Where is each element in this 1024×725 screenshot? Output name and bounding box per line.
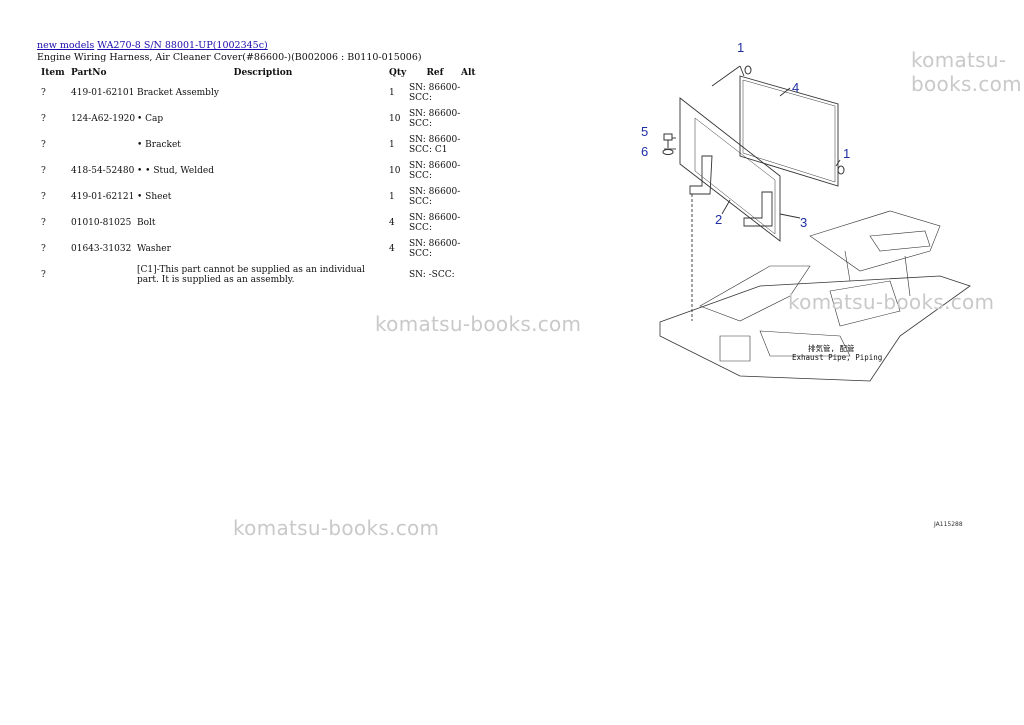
- cell-qty: 4: [389, 218, 395, 228]
- callout-number: 1: [737, 40, 744, 55]
- table-row: ? [C1]-This part cannot be supplied as a…: [35, 262, 481, 288]
- cell-ref: SN: -SCC:: [409, 270, 455, 280]
- cell-partno: 419-01-62101: [71, 88, 135, 98]
- cell-item: ?: [41, 244, 46, 254]
- cell-qty: 1: [389, 192, 395, 202]
- cell-ref: SN: 86600-SCC:: [409, 239, 461, 259]
- cell-alt: [461, 132, 481, 158]
- cell-ref: SN: 86600-SCC:: [409, 213, 461, 233]
- table-row: ? 418-54-52480 • • Stud, Welded 10 SN: 8…: [35, 158, 481, 184]
- cell-qty: 1: [389, 88, 395, 98]
- sheet-panel: [739, 75, 839, 187]
- header-alt: Alt: [461, 68, 476, 78]
- table-header-row: Item PartNo Description Qty Ref Alt: [35, 66, 481, 80]
- cell-description: • • Stud, Welded: [137, 166, 214, 176]
- header-item: Item: [41, 68, 65, 78]
- header-qty: Qty: [389, 68, 407, 78]
- callout-number: 2: [715, 212, 722, 227]
- header-ref: Ref: [426, 68, 444, 78]
- bracket-panel: [679, 97, 781, 242]
- cell-description: [C1]-This part cannot be supplied as an …: [137, 265, 365, 285]
- breadcrumb-link-model[interactable]: WA270-8 S/N 88001-UP(1002345c): [97, 40, 268, 51]
- cell-item: ?: [41, 166, 46, 176]
- cell-qty: [389, 262, 409, 288]
- cell-item: ?: [41, 114, 46, 124]
- header-description: Description: [233, 68, 293, 78]
- bracket-foot: [743, 191, 773, 227]
- watermark: komatsu-books.com: [233, 516, 440, 540]
- cell-description: • Sheet: [137, 192, 172, 202]
- diagram-caption-en: Exhaust Pipe, Piping: [792, 353, 882, 362]
- table-row: ? 01643-31032 Washer 4 SN: 86600-SCC:: [35, 236, 481, 262]
- cell-description: • Bracket: [137, 140, 181, 150]
- watermark: komatsu-books.com: [911, 48, 1022, 96]
- table-row: ? 01010-81025 Bolt 4 SN: 86600-SCC:: [35, 210, 481, 236]
- cell-description: • Cap: [137, 114, 164, 124]
- cell-qty: 4: [389, 244, 395, 254]
- cell-ref: SN: 86600-SCC:: [409, 83, 461, 103]
- page-subtitle: Engine Wiring Harness, Air Cleaner Cover…: [37, 52, 422, 63]
- cell-description: Washer: [137, 244, 171, 254]
- cell-qty: 1: [389, 140, 395, 150]
- cell-item: ?: [41, 218, 46, 228]
- cap-icon: [837, 165, 845, 175]
- cell-ref: SN: 86600-SCC:: [409, 161, 461, 181]
- table-row: ? • Bracket 1 SN: 86600-SCC: C1: [35, 132, 481, 158]
- cell-partno: 418-54-52480: [71, 166, 135, 176]
- table-row: ? 419-01-62101 Bracket Assembly 1 SN: 86…: [35, 80, 481, 106]
- bolt-icon: [663, 133, 673, 148]
- cell-description: Bracket Assembly: [137, 88, 219, 98]
- cell-item: ?: [41, 140, 46, 150]
- cell-alt: [461, 80, 481, 106]
- cell-alt: [461, 236, 481, 262]
- cell-alt: [461, 262, 481, 288]
- cell-ref: SN: 86600-SCC: C1: [409, 135, 461, 155]
- cell-partno: 419-01-62121: [71, 192, 135, 202]
- bracket-foot: [689, 155, 713, 195]
- cell-description: Bolt: [137, 218, 156, 228]
- cell-item: ?: [41, 270, 46, 280]
- watermark: komatsu-books.com: [788, 290, 995, 314]
- cap-icon: [744, 65, 752, 75]
- washer-icon: [662, 149, 674, 155]
- cell-partno: 01010-81025: [71, 218, 132, 228]
- cell-alt: [461, 210, 481, 236]
- cell-partno: [71, 262, 137, 288]
- breadcrumb-link-new-models[interactable]: new models: [37, 40, 95, 51]
- cell-item: ?: [41, 192, 46, 202]
- cell-partno: [71, 132, 137, 158]
- cell-partno: 01643-31032: [71, 244, 132, 254]
- cell-qty: 10: [389, 166, 401, 176]
- callout-number: 3: [800, 215, 807, 230]
- callout-number: 4: [792, 80, 799, 95]
- callout-number: 5: [641, 124, 648, 139]
- cell-ref: SN: 86600-SCC:: [409, 109, 461, 129]
- breadcrumb: new models WA270-8 S/N 88001-UP(1002345c…: [37, 40, 268, 51]
- header-partno: PartNo: [71, 68, 107, 78]
- cell-alt: [461, 158, 481, 184]
- watermark: komatsu-books.com: [375, 312, 582, 336]
- diagram-caption-jp: 排気管, 配管: [808, 343, 855, 353]
- cell-qty: 10: [389, 114, 401, 124]
- diagram-code: JA115288: [934, 521, 963, 528]
- parts-diagram: 1 4 1 5 6 2 3 排気管, 配管 Exhaust Pipe, Pipi…: [641, 40, 971, 382]
- callout-number: 6: [641, 144, 648, 159]
- cell-alt: [461, 184, 481, 210]
- callout-number: 1: [843, 146, 850, 161]
- cell-item: ?: [41, 88, 46, 98]
- table-row: ? 419-01-62121 • Sheet 1 SN: 86600-SCC:: [35, 184, 481, 210]
- cell-partno: 124-A62-1920: [71, 114, 136, 124]
- cell-alt: [461, 106, 481, 132]
- table-row: ? 124-A62-1920 • Cap 10 SN: 86600-SCC:: [35, 106, 481, 132]
- frame-outline: [659, 275, 971, 382]
- parts-table: Item PartNo Description Qty Ref Alt ? 41…: [35, 66, 481, 288]
- cell-ref: SN: 86600-SCC:: [409, 187, 461, 207]
